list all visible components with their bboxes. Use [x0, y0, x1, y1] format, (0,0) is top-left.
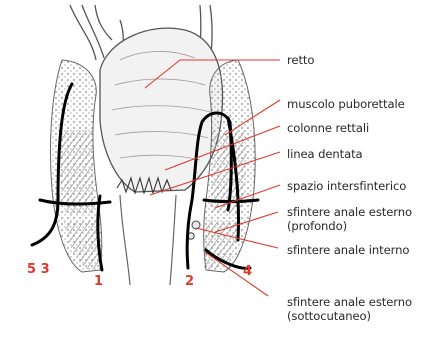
- label-retto: retto: [287, 54, 314, 67]
- label-muscolo-puborettale: muscolo puborettale: [287, 98, 405, 111]
- label-sfintere-esterno-profondo: sfintere anale esterno: [287, 206, 412, 219]
- rectum: [100, 28, 223, 192]
- label-sfintere-interno: sfintere anale interno: [287, 244, 409, 257]
- label-spazio-intersfinterico: spazio intersfinterico: [287, 180, 406, 193]
- number-2: 2: [185, 274, 194, 289]
- label-profondo: (profondo): [287, 220, 347, 233]
- label-sfintere-esterno-sottocutaneo: sfintere anale esterno: [287, 296, 412, 309]
- number-4: 4: [243, 264, 252, 279]
- anal-canal: [120, 195, 176, 285]
- number-5-3: 5 3: [27, 262, 50, 277]
- label-linea-dentata: linea dentata: [287, 148, 363, 161]
- label-sottocutaneo: (sottocutaneo): [287, 310, 371, 323]
- number-1: 1: [94, 274, 103, 289]
- label-colonne-rettali: colonne rettali: [287, 122, 369, 135]
